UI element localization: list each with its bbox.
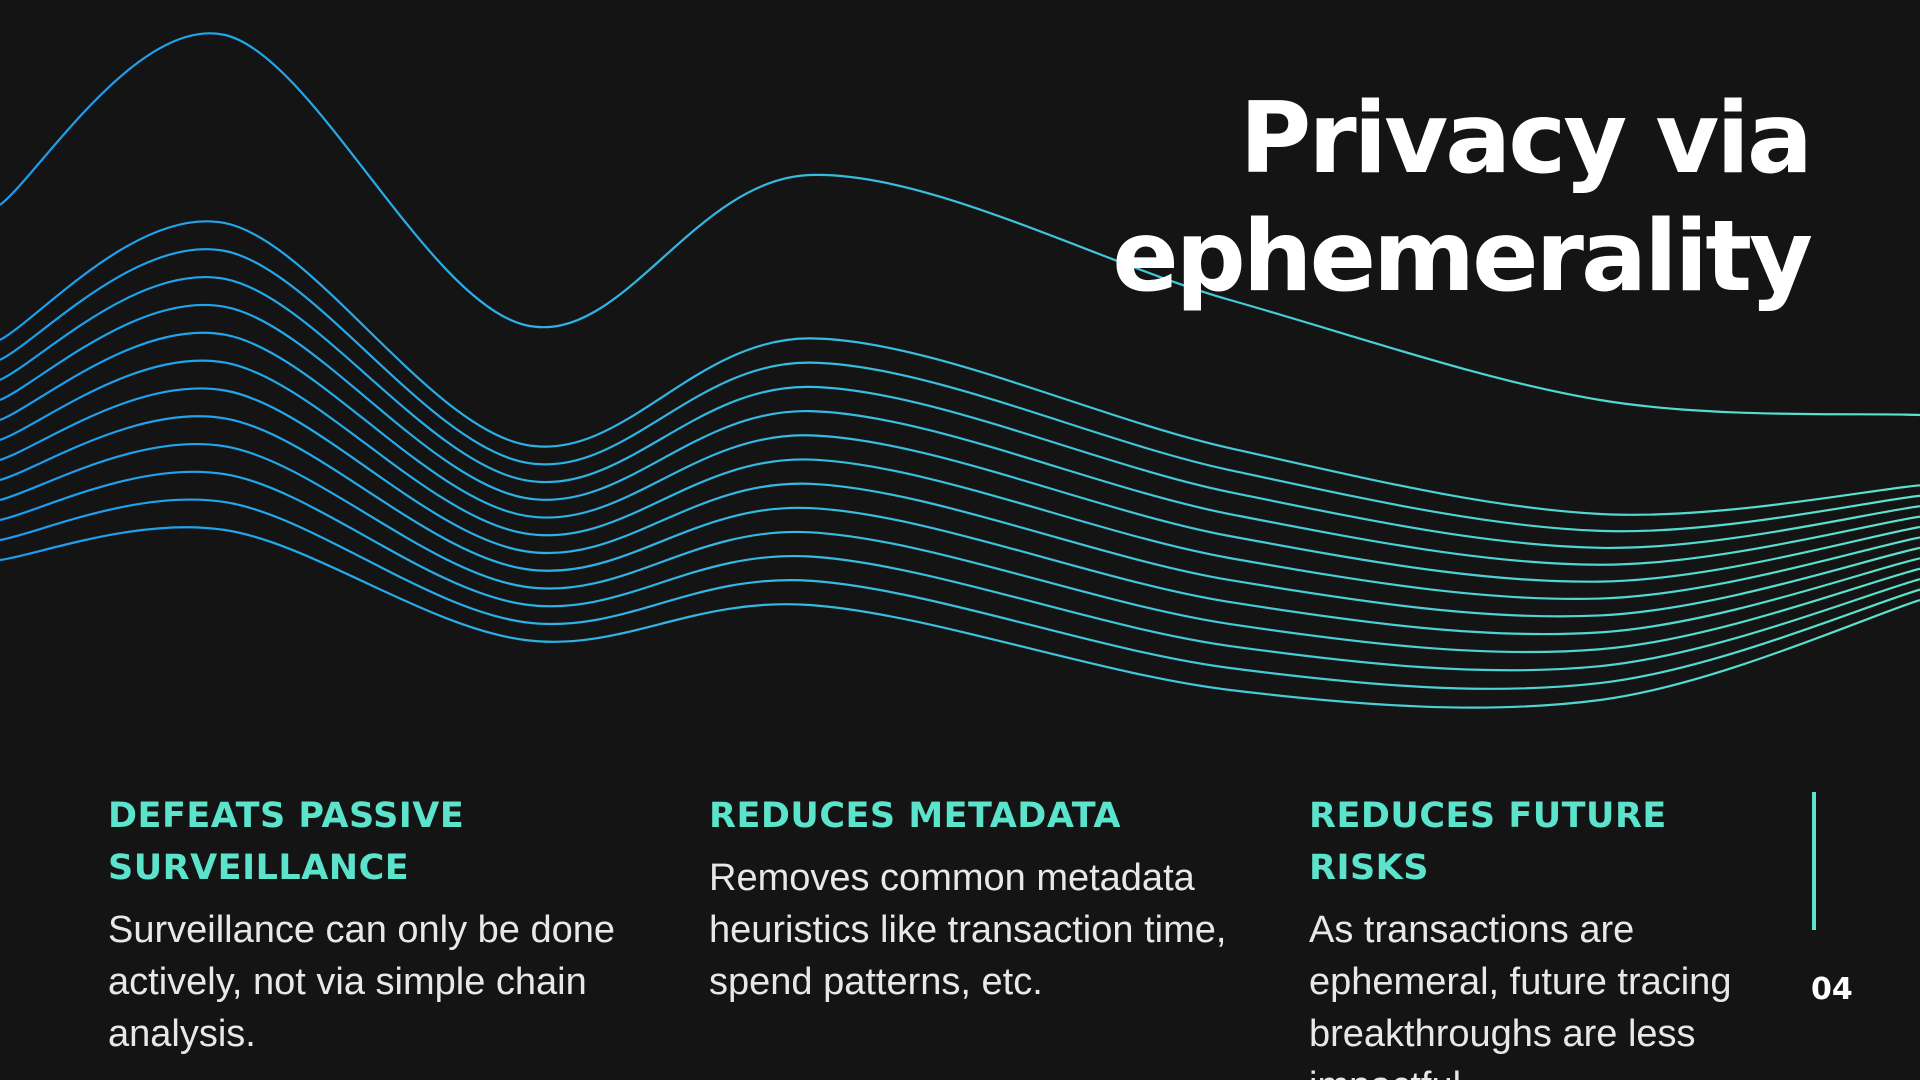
wave-line [0,220,1920,516]
wave-line [0,248,1920,533]
accent-bar [1812,792,1816,930]
column-body: Removes common metadata heuristics like … [709,857,1227,1003]
column-heading: DEFEATS PASSIVE SURVEILLANCE [108,796,465,888]
wave-line [0,498,1920,690]
slide-title: Privacy via ephemerality [910,80,1813,316]
slide-title-line-1: Privacy via [1239,82,1813,196]
wave-line [0,359,1920,600]
wave-line [0,387,1920,618]
wave-line [0,303,1920,566]
page-number: 04 [1811,972,1853,1007]
column-body: Surveillance can only be done actively, … [108,909,616,1055]
wave-line [0,276,1920,549]
wave-line [0,442,1920,654]
column-future-risks: REDUCES FUTURE RISKS As transactions are… [1309,790,1799,1080]
wave-line [0,32,1920,417]
column-metadata: REDUCES METADATA Removes common metadata… [709,790,1229,1008]
column-passive-surveillance: DEFEATS PASSIVE SURVEILLANCE Surveillanc… [108,790,628,1060]
slide-title-line-2: ephemerality [1112,200,1813,314]
wave-line [0,470,1920,672]
wave-line [0,526,1920,709]
column-body: As transactions are ephemeral, future tr… [1309,909,1732,1080]
column-heading: REDUCES FUTURE RISKS [1309,796,1667,888]
column-heading: REDUCES METADATA [709,796,1121,836]
wave-line [0,331,1920,583]
wave-line [0,415,1920,636]
